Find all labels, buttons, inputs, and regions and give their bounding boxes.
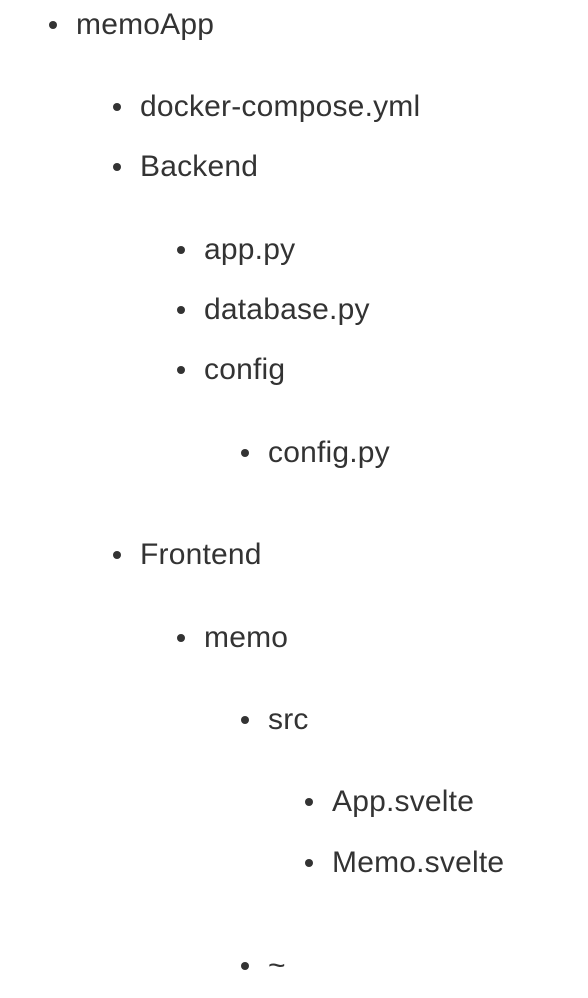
item-label: config.py	[268, 436, 390, 469]
item-label: src	[268, 703, 309, 736]
bullet-icon	[305, 859, 313, 867]
list-item-backend: Backend	[113, 147, 259, 187]
list-item-database-py: database.py	[177, 290, 370, 330]
list-item-memo: memo	[177, 618, 289, 658]
list-item-docker-compose: docker-compose.yml	[113, 87, 421, 127]
item-label: ~	[268, 949, 286, 982]
list-item-frontend: Frontend	[113, 535, 262, 575]
list-item-config: config	[177, 350, 286, 390]
list-item-memoapp: memoApp	[49, 5, 215, 45]
bullet-icon	[177, 366, 185, 374]
list-item-memo-svelte: Memo.svelte	[305, 843, 505, 883]
list-item-tilde: ~	[241, 946, 286, 986]
bullet-icon	[49, 21, 57, 29]
list-item-app-svelte: App.svelte	[305, 782, 475, 822]
bullet-icon	[113, 163, 121, 171]
item-label: config	[204, 353, 286, 386]
bullet-icon	[113, 103, 121, 111]
bullet-icon	[305, 798, 313, 806]
list-item-app-py: app.py	[177, 230, 296, 270]
bullet-icon	[177, 246, 185, 254]
item-label: Memo.svelte	[332, 846, 505, 879]
item-label: database.py	[204, 293, 370, 326]
item-label: memo	[204, 621, 289, 654]
item-label: Frontend	[140, 538, 262, 571]
bullet-icon	[177, 634, 185, 642]
bullet-icon	[113, 551, 121, 559]
item-label: App.svelte	[332, 785, 475, 818]
item-label: app.py	[204, 233, 296, 266]
list-item-config-py: config.py	[241, 433, 390, 473]
bullet-icon	[177, 306, 185, 314]
bullet-icon	[241, 716, 249, 724]
item-label: Backend	[140, 150, 259, 183]
item-label: memoApp	[76, 8, 215, 41]
list-item-src: src	[241, 700, 309, 740]
bullet-icon	[241, 962, 249, 970]
item-label: docker-compose.yml	[140, 90, 421, 123]
bullet-icon	[241, 449, 249, 457]
